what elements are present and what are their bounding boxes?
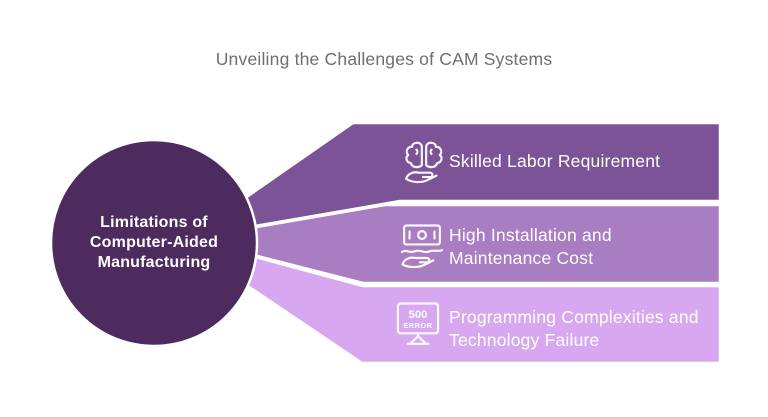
brain-in-hand-icon xyxy=(405,141,443,184)
banner-label-skilled-labor: Skilled Labor Requirement xyxy=(449,150,660,173)
page-title: Unveiling the Challenges of CAM Systems xyxy=(215,49,553,69)
banner-label-line: Maintenance Cost xyxy=(449,248,594,268)
banner-label-programming-failure: Programming Complexities and Technology … xyxy=(449,306,699,352)
circle-label-line: Manufacturing xyxy=(97,254,211,271)
limitations-circle xyxy=(49,138,259,348)
error-500-monitor-icon: 500 ERROR xyxy=(396,302,440,345)
banner-label-installation-cost: High Installation and Maintenance Cost xyxy=(449,224,612,270)
circle-label: Limitations of Computer-Aided Manufactur… xyxy=(59,213,249,273)
circle-label-line: Computer-Aided xyxy=(89,234,219,251)
banner-label-line: Programming Complexities and xyxy=(449,307,699,327)
error-label-text: ERROR xyxy=(403,321,432,330)
error-code-text: 500 xyxy=(409,309,428,321)
cash-in-hand-icon xyxy=(400,224,444,269)
banner-label-line: Skilled Labor Requirement xyxy=(449,151,661,171)
banner-label-line: Technology Failure xyxy=(449,330,600,350)
banner-label-line: High Installation and xyxy=(449,225,612,245)
circle-label-line: Limitations of xyxy=(100,214,208,231)
